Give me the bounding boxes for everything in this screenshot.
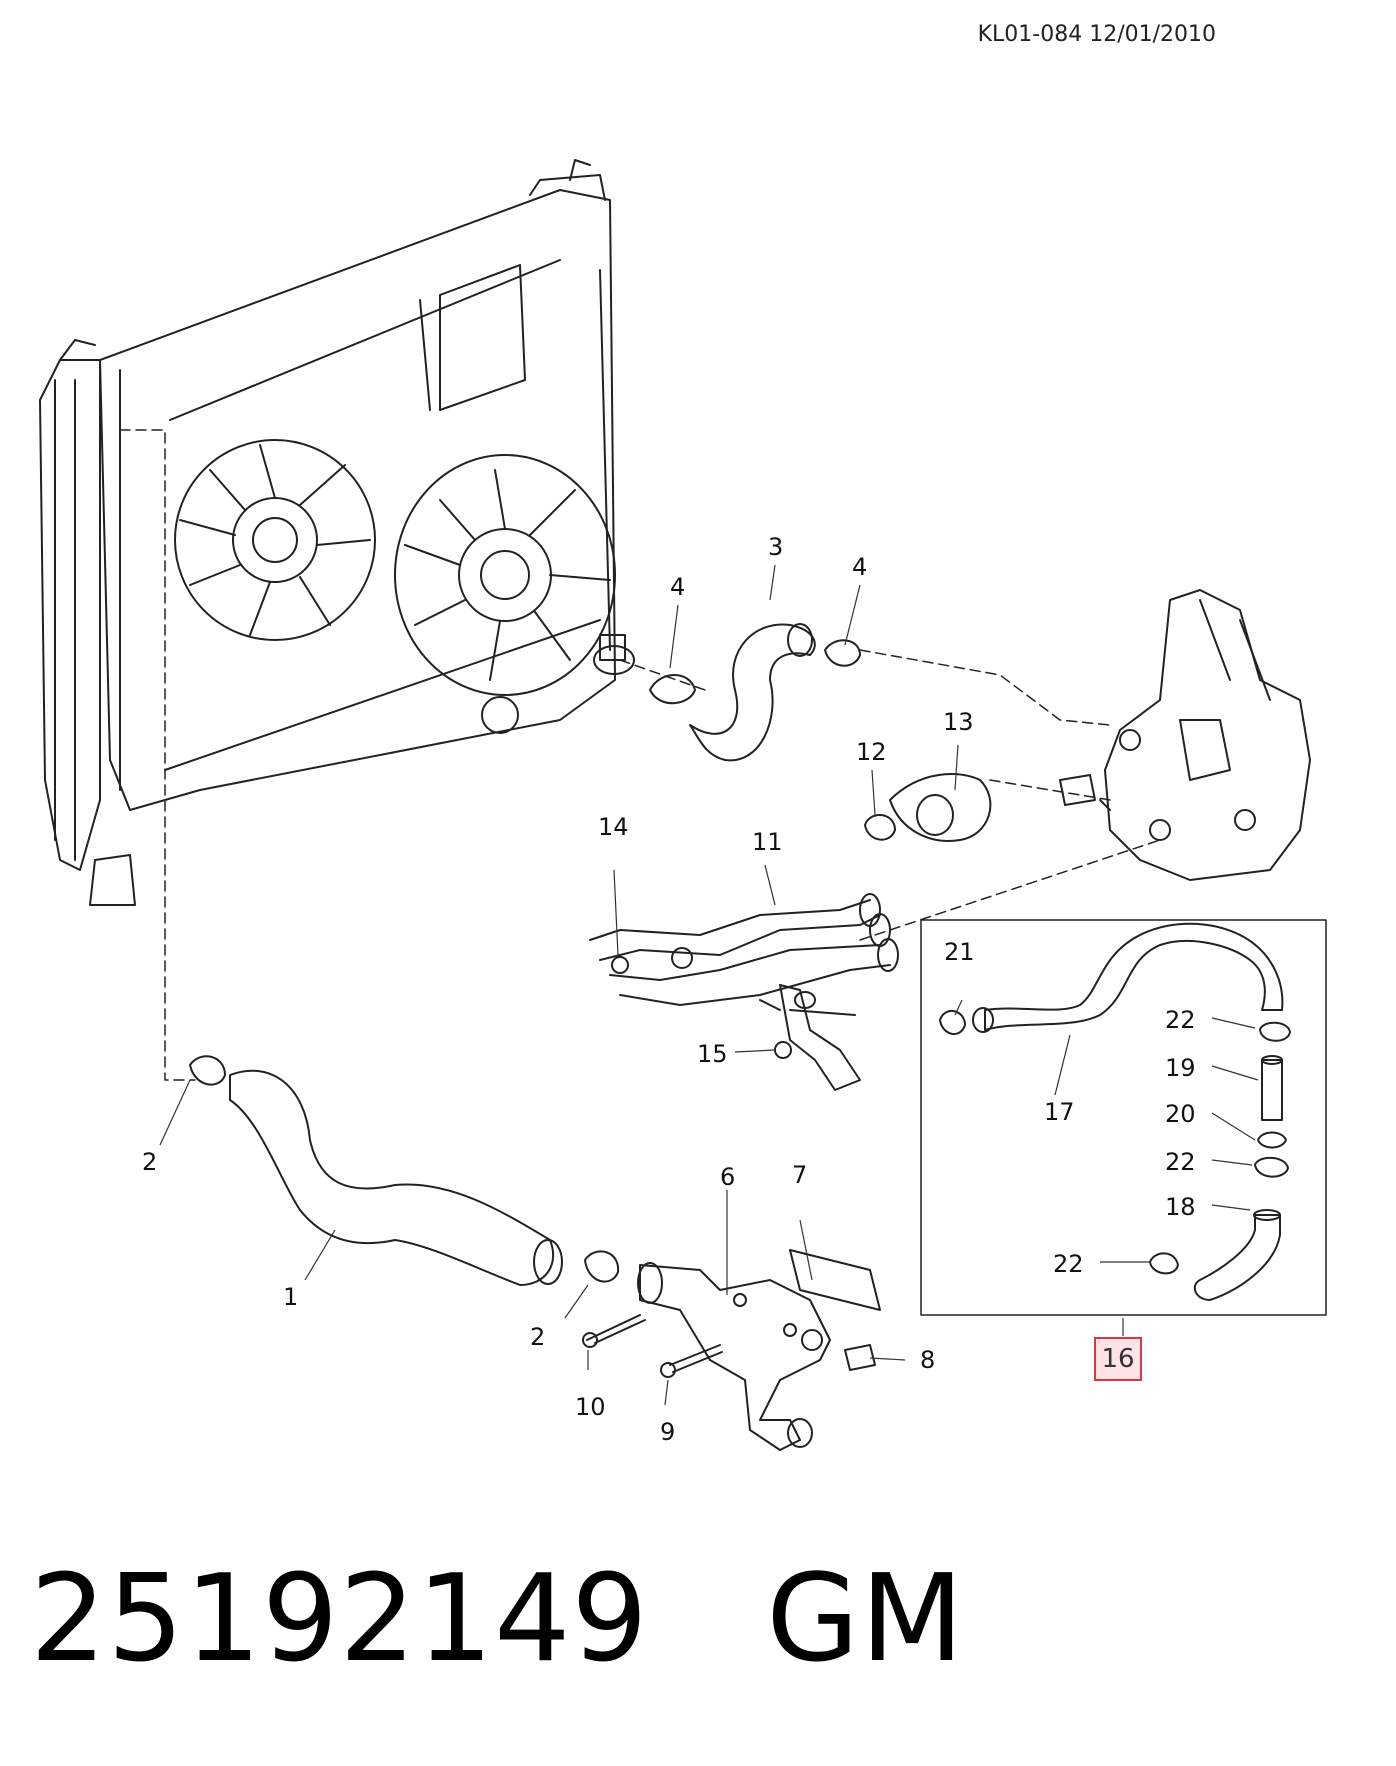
callout-17: 17	[1044, 1098, 1075, 1126]
upper-hose	[689, 623, 816, 762]
clamp-4-left	[649, 674, 696, 705]
bolt-10	[586, 1314, 646, 1344]
callout-22-low: 22	[1053, 1250, 1084, 1278]
connector-19	[1261, 1059, 1283, 1121]
sensor-8	[844, 1344, 876, 1371]
hose-17	[984, 922, 1284, 1031]
callout-18: 18	[1165, 1193, 1196, 1221]
callout-11: 11	[752, 828, 783, 856]
callout-22-mid: 22	[1165, 1148, 1196, 1176]
bolt-9	[669, 1344, 723, 1373]
hose-13	[889, 773, 992, 842]
clamp-12	[864, 814, 896, 841]
callout-3: 3	[768, 533, 783, 561]
clamp-22-mid	[1254, 1156, 1289, 1178]
gasket-7	[789, 1249, 881, 1311]
callout-4-right: 4	[852, 553, 867, 581]
clamp-2-upper	[189, 1055, 226, 1086]
clamp-2-lower	[584, 1250, 620, 1283]
lower-hose	[229, 1069, 555, 1286]
clamp-22-low	[1149, 1252, 1179, 1275]
callout-16-highlight[interactable]: 16	[1094, 1337, 1142, 1381]
callout-12: 12	[856, 738, 887, 766]
callout-20: 20	[1165, 1100, 1196, 1128]
callout-2-right: 2	[530, 1323, 545, 1351]
callout-7: 7	[792, 1161, 807, 1189]
pipe-assembly	[589, 893, 899, 1091]
callout-13: 13	[943, 708, 974, 736]
clamp-4-right	[824, 639, 861, 667]
bolt-14	[611, 956, 629, 974]
callout-21: 21	[944, 938, 975, 966]
callout-16: 16	[1101, 1344, 1135, 1374]
callout-9: 9	[660, 1418, 675, 1446]
callout-19: 19	[1165, 1054, 1196, 1082]
hose-18	[1193, 1214, 1281, 1301]
callout-14: 14	[598, 813, 629, 841]
radiator-fan-assembly	[39, 159, 626, 906]
callout-15: 15	[697, 1040, 728, 1068]
water-pump-housing	[1059, 589, 1311, 881]
clamp-22-top	[1259, 1021, 1291, 1042]
bolt-15	[774, 1041, 792, 1059]
clip-20	[1257, 1131, 1287, 1149]
callout-10: 10	[575, 1393, 606, 1421]
callout-6: 6	[720, 1163, 735, 1191]
clamp-21	[939, 1010, 966, 1035]
callout-4-left: 4	[670, 573, 685, 601]
part-number: 25192149	[30, 1550, 649, 1689]
kit-box	[920, 919, 1327, 1316]
callout-1: 1	[283, 1283, 298, 1311]
brand-name: GM	[766, 1550, 965, 1689]
callout-8: 8	[920, 1346, 935, 1374]
part-number-caption: 25192149 GM	[30, 1550, 965, 1689]
callout-2-left: 2	[142, 1148, 157, 1176]
diagram-reference: KL01-084 12/01/2010	[977, 22, 1216, 47]
callout-22-top: 22	[1165, 1006, 1196, 1034]
